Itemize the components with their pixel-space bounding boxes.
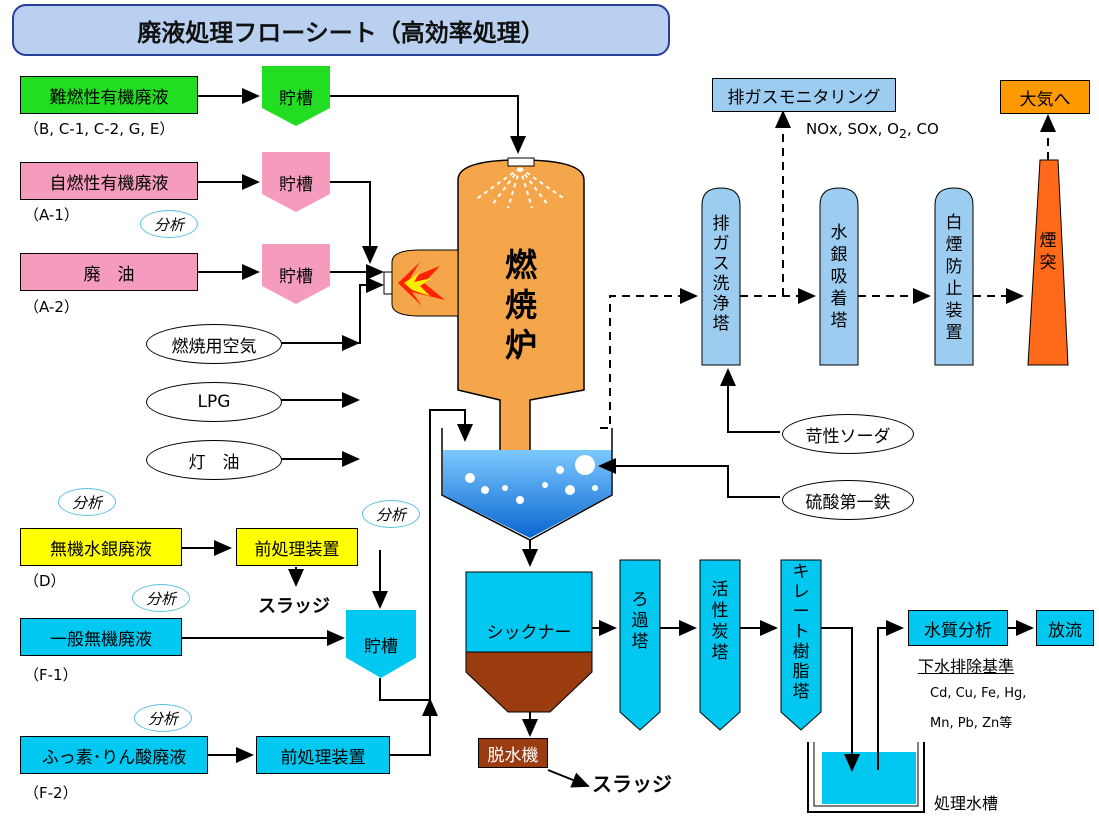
pretreat-fluorine: 前処理装置 — [256, 736, 390, 774]
input-nonflam-codes: （B, C-1, C-2, G, E） — [24, 120, 175, 138]
dewater-machine: 脱水機 — [478, 738, 548, 768]
gas-list: NOx, SOx, O2, CO — [806, 120, 939, 141]
input-waste-oil: 廃 油 — [20, 253, 198, 291]
water-columns — [619, 559, 822, 731]
reagent-caustic: 苛性ソーダ — [782, 414, 914, 454]
carbon-tower-label: 活性炭塔 — [711, 580, 729, 663]
input-inorganic: 一般無機廃液 — [20, 618, 182, 656]
analysis-bubble-2: 分析 — [58, 488, 116, 516]
input-selfflam-codes: （A-1） — [24, 206, 79, 224]
burner-flame — [383, 249, 459, 317]
input-waste-oil-codes: （A-2） — [24, 298, 79, 316]
input-fluorine: ふっ素･りん酸廃液 — [20, 736, 208, 774]
flow-arrows — [182, 88, 1034, 788]
input-mercury-codes: （D） — [24, 572, 66, 590]
stack-shape — [1027, 159, 1069, 366]
mercury-absorber-label: 水銀吸着塔 — [830, 223, 848, 331]
analysis-bubble-5: 分析 — [134, 704, 192, 732]
treated-tank-shape — [807, 742, 925, 813]
analysis-bubble-1: 分析 — [140, 210, 198, 238]
chelate-tower-label: キレート樹脂塔 — [792, 562, 810, 702]
input-fluorine-codes: （F-2） — [24, 784, 78, 802]
thickener-shape — [465, 571, 593, 713]
stack-label: 煙突 — [1039, 231, 1057, 273]
water-quality-analysis: 水質分析 — [908, 610, 1008, 646]
gas-arrows — [600, 110, 1056, 429]
analysis-bubble-4: 分析 — [132, 584, 190, 612]
page-title: 廃液処理フローシート（高効率処理） — [12, 4, 670, 56]
furnace-label: 燃焼炉 — [504, 246, 537, 364]
sludge-mercury: スラッジ — [258, 596, 330, 617]
reagent-ferrous: 硫酸第一鉄 — [782, 480, 914, 520]
gas-towers — [701, 187, 974, 366]
fuel-air: 燃焼用空気 — [146, 324, 282, 364]
treated-tank-label: 処理水槽 — [934, 794, 999, 813]
fuel-lpg: LPG — [146, 382, 282, 422]
input-nonflam-organic: 難燃性有機廃液 — [20, 76, 198, 114]
metals-line-2: Mn, Pb, Zn等 — [930, 716, 1013, 731]
input-selfflam-organic: 自燃性有機廃液 — [20, 162, 198, 200]
input-mercury: 無機水銀廃液 — [20, 528, 182, 566]
analysis-bubble-3: 分析 — [362, 500, 420, 528]
to-atmosphere: 大気へ — [1000, 80, 1090, 114]
pretreat-mercury: 前処理装置 — [236, 528, 358, 566]
discharge: 放流 — [1036, 610, 1094, 646]
scrubber-label: 排ガス洗浄塔 — [712, 214, 730, 334]
fuel-kerosene: 灯 油 — [146, 440, 282, 480]
furnace-shape — [457, 157, 585, 471]
thickener-label: シックナー — [486, 622, 572, 643]
metals-line-1: Cd, Cu, Fe, Hg, — [930, 686, 1027, 701]
sludge-dewater: スラッジ — [592, 772, 672, 796]
input-inorganic-codes: （F-1） — [24, 666, 78, 684]
plume-prevent-label: 白煙防止装置 — [945, 213, 963, 343]
filter-tower-label: ろ過塔 — [631, 590, 649, 652]
gas-monitoring: 排ガスモニタリング — [712, 78, 896, 112]
sewer-standard: 下水排除基準 — [918, 657, 1015, 676]
